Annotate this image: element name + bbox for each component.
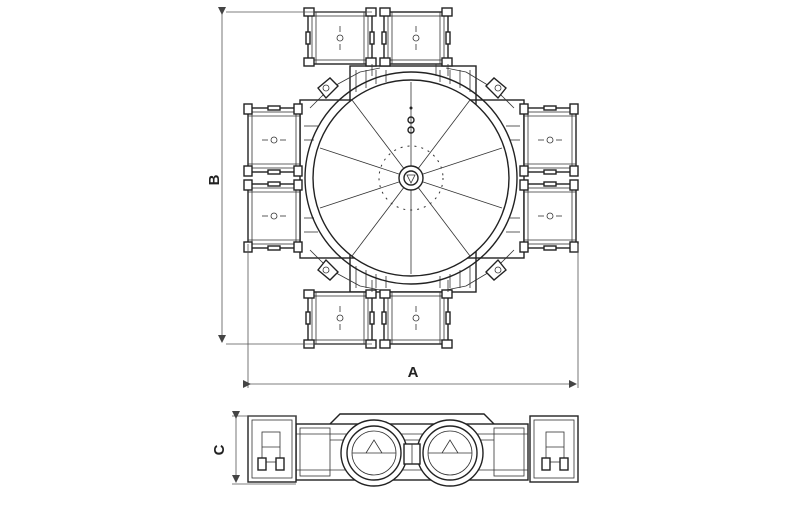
dimension-c-label: C — [211, 444, 228, 455]
connector-right-top — [519, 103, 579, 177]
connector-left-top — [243, 103, 303, 177]
dimension-b-label: B — [206, 174, 223, 185]
side-port-right — [416, 419, 484, 487]
dimension-b: B — [206, 7, 372, 345]
dimension-c: C — [211, 411, 296, 485]
dimension-a-label: A — [408, 364, 419, 381]
connector-top-right — [379, 7, 453, 67]
side-connector-right — [529, 415, 579, 483]
top-view — [243, 7, 579, 349]
connector-right-bottom — [519, 179, 579, 253]
side-view — [247, 413, 579, 487]
side-port-left — [340, 419, 408, 487]
connector-left-bottom — [243, 179, 303, 253]
connector-bottom-left — [303, 289, 377, 349]
connector-bottom-right — [379, 289, 453, 349]
side-connector-left — [247, 415, 297, 483]
round-lid — [304, 71, 518, 285]
dimension-a: A — [243, 244, 579, 388]
connector-top-left — [303, 7, 377, 67]
